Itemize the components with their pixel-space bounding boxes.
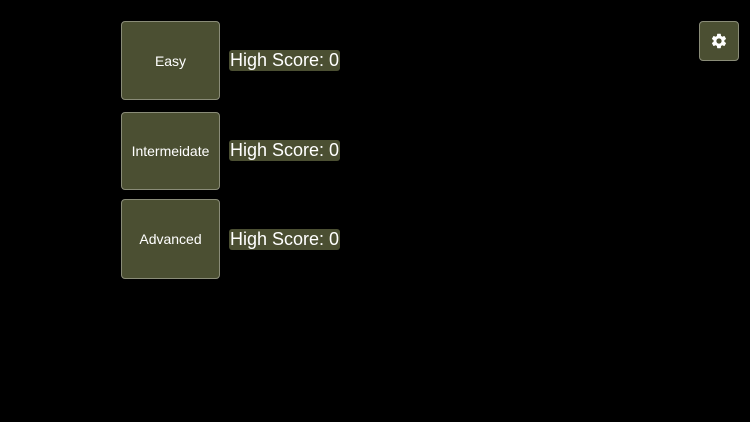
gear-icon: [710, 32, 728, 50]
level-row-easy: Easy High Score: 0: [121, 21, 341, 100]
easy-button[interactable]: Easy: [121, 21, 220, 100]
intermediate-button[interactable]: Intermeidate: [121, 111, 220, 190]
advanced-high-score: High Score: 0: [229, 228, 341, 250]
easy-high-score: High Score: 0: [229, 50, 341, 71]
level-row-intermediate: Intermeidate High Score: 0: [121, 111, 341, 190]
intermediate-high-score: High Score: 0: [229, 140, 341, 161]
advanced-button[interactable]: Advanced: [121, 199, 220, 279]
level-row-advanced: Advanced High Score: 0: [121, 199, 341, 279]
settings-button[interactable]: [699, 21, 739, 61]
